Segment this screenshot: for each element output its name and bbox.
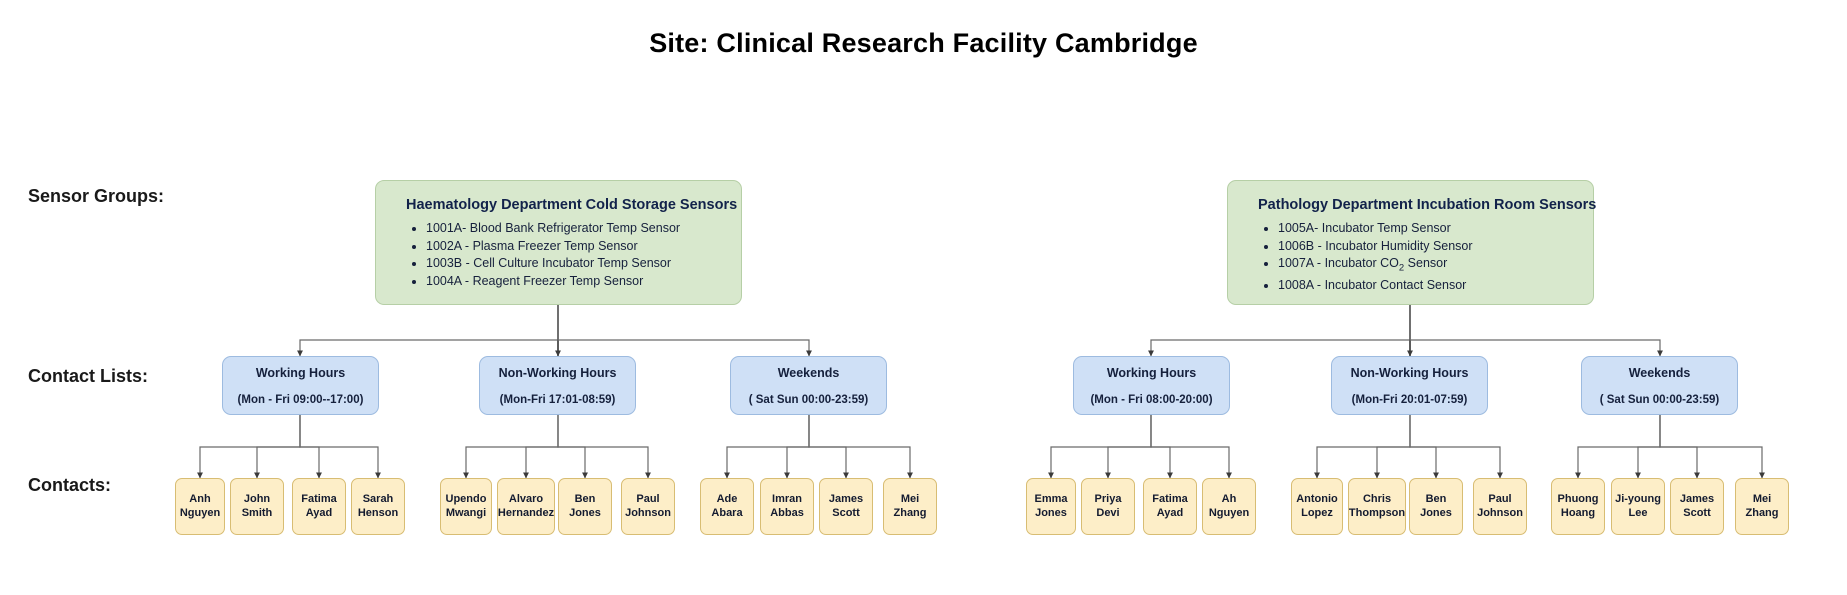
- contact-card[interactable]: Priya Devi: [1081, 478, 1135, 535]
- contact-list-hours: ( Sat Sun 00:00-23:59): [748, 393, 869, 406]
- co2-subscript: 2: [1398, 262, 1405, 274]
- sensor-item: 1005A- Incubator Temp Sensor: [1278, 220, 1577, 238]
- page-title: Site: Clinical Research Facility Cambrid…: [649, 28, 1198, 58]
- contact-list-haem-working-hours[interactable]: Working Hours (Mon - Fri 09:00--17:00): [222, 356, 379, 415]
- sensor-item: 1001A- Blood Bank Refrigerator Temp Sens…: [426, 220, 725, 238]
- contact-list-hours: (Mon-Fri 17:01-08:59): [499, 393, 616, 406]
- row-label-contacts: Contacts:: [28, 475, 112, 495]
- contact-card[interactable]: Emma Jones: [1026, 478, 1076, 535]
- sensor-group-title: Pathology Department Incubation Room Sen…: [1258, 197, 1597, 213]
- contact-card[interactable]: Ji-young Lee: [1611, 478, 1665, 535]
- sensor-list: 1005A- Incubator Temp Sensor 1006B - Inc…: [1244, 220, 1577, 295]
- contact-card[interactable]: Upendo Mwangi: [440, 478, 492, 535]
- contact-list-path-working-hours[interactable]: Working Hours (Mon - Fri 08:00-20:00): [1073, 356, 1230, 415]
- contact-list-hours: (Mon - Fri 09:00--17:00): [237, 393, 364, 406]
- contact-card[interactable]: Mei Zhang: [1735, 478, 1789, 535]
- sensor-item: 1002A - Plasma Freezer Temp Sensor: [426, 238, 725, 256]
- contact-list-title: Weekends: [777, 365, 840, 380]
- sensor-item: 1004A - Reagent Freezer Temp Sensor: [426, 273, 725, 291]
- contact-list-path-weekends[interactable]: Weekends ( Sat Sun 00:00-23:59): [1581, 356, 1738, 415]
- contact-card[interactable]: Fatima Ayad: [292, 478, 346, 535]
- contact-card[interactable]: Ben Jones: [1409, 478, 1463, 535]
- contact-list-title: Non-Working Hours: [498, 365, 617, 380]
- contact-card[interactable]: Imran Abbas: [760, 478, 814, 535]
- contact-list-haem-non-working-hours[interactable]: Non-Working Hours (Mon-Fri 17:01-08:59): [479, 356, 636, 415]
- contact-card[interactable]: Paul Johnson: [1473, 478, 1527, 535]
- sensor-group-pathology[interactable]: Pathology Department Incubation Room Sen…: [1227, 180, 1597, 305]
- contact-card[interactable]: Mei Zhang: [883, 478, 937, 535]
- contact-card[interactable]: Paul Johnson: [621, 478, 675, 535]
- sensor-item: 1007A - Incubator CO2 Sensor: [1278, 255, 1577, 277]
- contact-card[interactable]: Antonio Lopez: [1291, 478, 1343, 535]
- sensor-item: 1003B - Cell Culture Incubator Temp Sens…: [426, 255, 725, 273]
- contact-card[interactable]: James Scott: [1670, 478, 1724, 535]
- contact-card[interactable]: John Smith: [230, 478, 284, 535]
- contact-card[interactable]: Sarah Henson: [351, 478, 405, 535]
- contact-list-title: Working Hours: [255, 365, 346, 380]
- contact-list-hours: ( Sat Sun 00:00-23:59): [1599, 393, 1720, 406]
- contact-card[interactable]: Ben Jones: [558, 478, 612, 535]
- contact-list-haem-weekends[interactable]: Weekends ( Sat Sun 00:00-23:59): [730, 356, 887, 415]
- contact-card[interactable]: Ade Abara: [700, 478, 754, 535]
- contact-list-hours: (Mon-Fri 20:01-07:59): [1351, 393, 1468, 406]
- contact-card[interactable]: Anh Nguyen: [175, 478, 225, 535]
- sensor-group-title: Haematology Department Cold Storage Sens…: [406, 197, 738, 213]
- contact-list-title: Non-Working Hours: [1350, 365, 1469, 380]
- contact-list-hours: (Mon - Fri 08:00-20:00): [1090, 393, 1213, 406]
- contact-list-title: Weekends: [1628, 365, 1691, 380]
- contact-list-path-non-working-hours[interactable]: Non-Working Hours (Mon-Fri 20:01-07:59): [1331, 356, 1488, 415]
- sensor-group-haematology[interactable]: Haematology Department Cold Storage Sens…: [375, 180, 742, 305]
- contact-card[interactable]: Alvaro Hernandez: [497, 478, 555, 535]
- contact-card[interactable]: James Scott: [819, 478, 873, 535]
- contact-card[interactable]: Ah Nguyen: [1202, 478, 1256, 535]
- row-label-contact-lists: Contact Lists:: [28, 366, 149, 386]
- contact-card[interactable]: Phuong Hoang: [1551, 478, 1605, 535]
- contact-list-title: Working Hours: [1106, 365, 1197, 380]
- sensor-item: 1008A - Incubator Contact Sensor: [1278, 277, 1577, 295]
- contact-card[interactable]: Fatima Ayad: [1143, 478, 1197, 535]
- sensor-list: 1001A- Blood Bank Refrigerator Temp Sens…: [392, 220, 725, 290]
- sensor-item: 1006B - Incubator Humidity Sensor: [1278, 238, 1577, 256]
- contact-card[interactable]: Chris Thompson: [1348, 478, 1406, 535]
- row-label-sensor-groups: Sensor Groups:: [28, 186, 165, 206]
